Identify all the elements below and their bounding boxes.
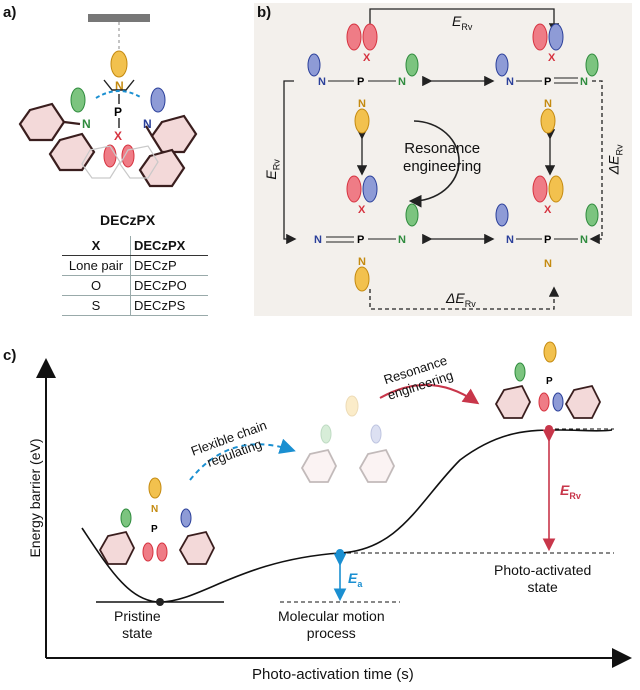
bottom-energy-symbol: ΔE	[446, 290, 465, 306]
molecule-pristine: N P	[98, 477, 216, 565]
svg-text:N: N	[544, 258, 552, 270]
svg-text:P: P	[544, 234, 551, 246]
erv-sub: Rv	[569, 490, 581, 501]
bottom-energy-label: ΔERv	[446, 290, 476, 309]
y-axis-label: Energy barrier (eV)	[27, 438, 43, 558]
lobe-top-orange	[110, 50, 128, 78]
panel-a-molecule: N P N N X	[18, 14, 198, 188]
right-energy-symbol: ΔE	[605, 155, 622, 175]
svg-text:P: P	[357, 234, 364, 246]
svg-text:P: P	[151, 524, 158, 535]
motion-process-label: Molecular motion process	[278, 608, 385, 642]
svg-text:P: P	[546, 376, 553, 387]
table-cell: DECzP	[130, 255, 208, 276]
svg-text:X: X	[363, 52, 371, 64]
center-resonance-text: Resonance engineering	[403, 140, 481, 176]
svg-text:N: N	[143, 117, 152, 131]
svg-text:N: N	[580, 234, 588, 246]
activated-line1: Photo-activated	[494, 562, 592, 578]
svg-text:N: N	[82, 117, 91, 131]
structure-top-left: X N P N N	[307, 23, 419, 134]
right-energy-label: ΔERv	[605, 145, 624, 175]
ea-sub: a	[357, 578, 363, 589]
pristine-line2: state	[122, 625, 153, 641]
svg-text:N: N	[358, 256, 366, 268]
atom-n-top: N	[115, 79, 124, 93]
bottom-energy-sub: Rv	[464, 298, 476, 309]
left-energy-sub: Rv	[271, 159, 282, 171]
svg-text:N: N	[544, 98, 552, 110]
svg-text:N: N	[580, 76, 588, 88]
activated-line2: state	[527, 579, 558, 595]
panel-b-resonance: X N P N N X N P N N X N P N N X	[283, 8, 603, 310]
molecule-ghost	[300, 395, 396, 483]
motion-line1: Molecular motion	[278, 608, 385, 624]
svg-text:N: N	[506, 234, 514, 246]
surface-bar	[88, 14, 150, 22]
atom-p: P	[114, 105, 122, 119]
svg-text:N: N	[318, 76, 326, 88]
center-text-line2: engineering	[403, 158, 482, 175]
svg-text:N: N	[506, 76, 514, 88]
top-energy-symbol: E	[452, 13, 462, 29]
svg-text:N: N	[358, 98, 366, 110]
panel-b-label: b)	[257, 4, 272, 21]
erv-label: ERv	[560, 482, 581, 501]
substituent-table: X DECzPX Lone pair DECzP O DECzPO S DECz…	[62, 236, 208, 316]
svg-text:N: N	[398, 76, 406, 88]
right-energy-sub: Rv	[614, 144, 625, 156]
svg-text:N: N	[398, 234, 406, 246]
table-cell: DECzPS	[130, 295, 208, 316]
panel-a-label: a)	[3, 4, 17, 21]
x-axis-label: Photo-activation time (s)	[252, 666, 414, 683]
ea-label: Ea	[348, 570, 362, 589]
structure-bottom-left: X N P N N	[314, 175, 419, 292]
pristine-line1: Pristine	[114, 608, 161, 624]
table-cell: S	[62, 295, 131, 316]
molecule-activated: P	[494, 341, 602, 419]
structure-top-right: X N P N N	[495, 23, 599, 134]
motion-line2: process	[306, 625, 356, 641]
left-energy-symbol: E	[262, 170, 279, 180]
svg-text:X: X	[544, 204, 552, 216]
ea-symbol: E	[348, 570, 358, 586]
center-text-line1: Resonance	[404, 140, 481, 157]
structure-bottom-right: X N P N N	[495, 175, 599, 270]
table-cell: Lone pair	[62, 255, 131, 276]
pristine-state-label: Pristine state	[114, 608, 161, 642]
svg-text:N: N	[314, 234, 322, 246]
carbazole-left	[18, 102, 96, 172]
left-energy-label: ERv	[263, 159, 282, 179]
svg-text:X: X	[114, 129, 122, 143]
svg-text:P: P	[357, 76, 364, 88]
carbazole-right	[138, 114, 198, 188]
top-energy-label: ERv	[452, 13, 472, 32]
table-cell: O	[62, 275, 131, 296]
svg-text:P: P	[544, 76, 551, 88]
svg-text:X: X	[358, 204, 366, 216]
activated-state-label: Photo-activated state	[494, 562, 591, 596]
panel-c-label: c)	[3, 347, 17, 364]
erv-symbol: E	[560, 482, 570, 498]
table-header-x: X	[62, 236, 131, 256]
table-header-name: DECzPX	[130, 236, 208, 256]
top-energy-sub: Rv	[461, 21, 473, 32]
svg-text:X: X	[548, 52, 556, 64]
svg-text:N: N	[151, 504, 158, 515]
table-cell: DECzPO	[130, 275, 208, 296]
molecule-name: DECzPX	[100, 212, 156, 228]
panel-c-energy-diagram: N P P	[36, 341, 632, 668]
